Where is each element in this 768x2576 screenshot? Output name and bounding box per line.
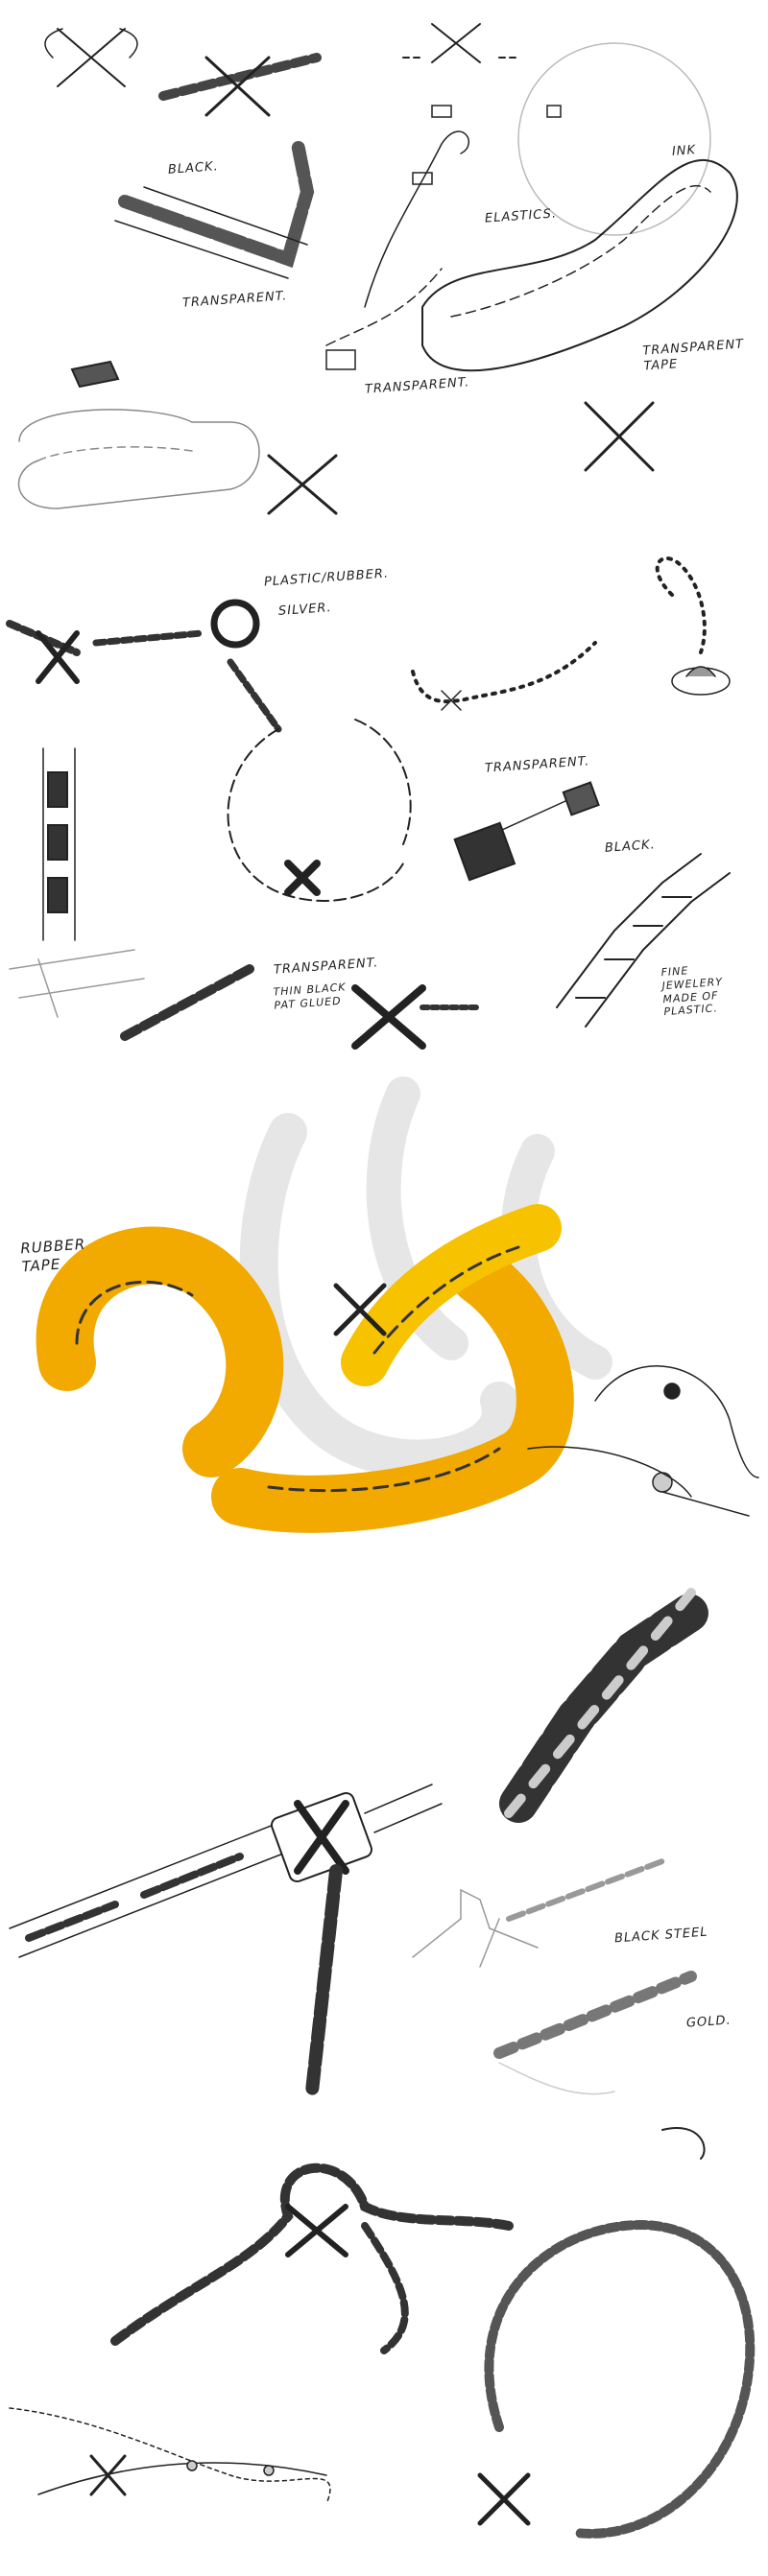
annotation-fine-jewelry: FINE JEWELERY MADE OF PLASTIC. xyxy=(660,964,724,1019)
x-cross-sketch xyxy=(44,28,138,87)
vertical-chain xyxy=(42,747,76,941)
x-cross-sketch-3 xyxy=(267,454,338,515)
elastic-bracelet-sketch xyxy=(325,42,711,370)
eraser-block xyxy=(70,360,120,389)
transparent-tape-band xyxy=(421,159,738,372)
black-chain-links xyxy=(114,137,315,279)
black-chain-sketch xyxy=(158,53,322,117)
x-cross-sketch-small xyxy=(402,23,519,63)
black-steel-gold-chain xyxy=(493,1971,697,2095)
round-beaded-bracelet xyxy=(477,2127,756,2539)
annotation-rubber-tape: RUBBER TAPE xyxy=(19,1235,86,1276)
rubber-tape-horseshoes xyxy=(36,1076,612,1533)
knotted-bracelet xyxy=(110,2162,514,2354)
keyhole-band xyxy=(527,1365,759,1517)
transparent-cross-chain xyxy=(412,1858,665,1968)
beaded-necklace xyxy=(411,641,597,711)
x-cross-sketch-2 xyxy=(584,401,655,472)
pendant-necklace xyxy=(655,556,731,696)
circle-bracelet xyxy=(227,719,412,902)
transparent-chain-sketch xyxy=(9,949,145,1018)
annotation-gold: GOLD. xyxy=(685,2013,732,2031)
annotation-thin-black-pat: THIN BLACK PAT GLUED xyxy=(273,981,347,1012)
black-block-chain xyxy=(499,1588,710,1823)
chain-with-cross xyxy=(6,599,282,733)
x-cross-black xyxy=(351,984,483,1050)
thin-necklace-sketch xyxy=(9,2407,331,2505)
tape-loop-sketch xyxy=(17,409,260,509)
annotation-ink: INK xyxy=(671,143,697,159)
transparent-black-chain xyxy=(453,781,600,882)
thin-black-chain xyxy=(120,964,254,1041)
plastic-jewelry-chain xyxy=(552,849,731,1031)
vertical-black-chain xyxy=(305,1864,343,2098)
x-plate-bracelet xyxy=(9,1784,443,1958)
